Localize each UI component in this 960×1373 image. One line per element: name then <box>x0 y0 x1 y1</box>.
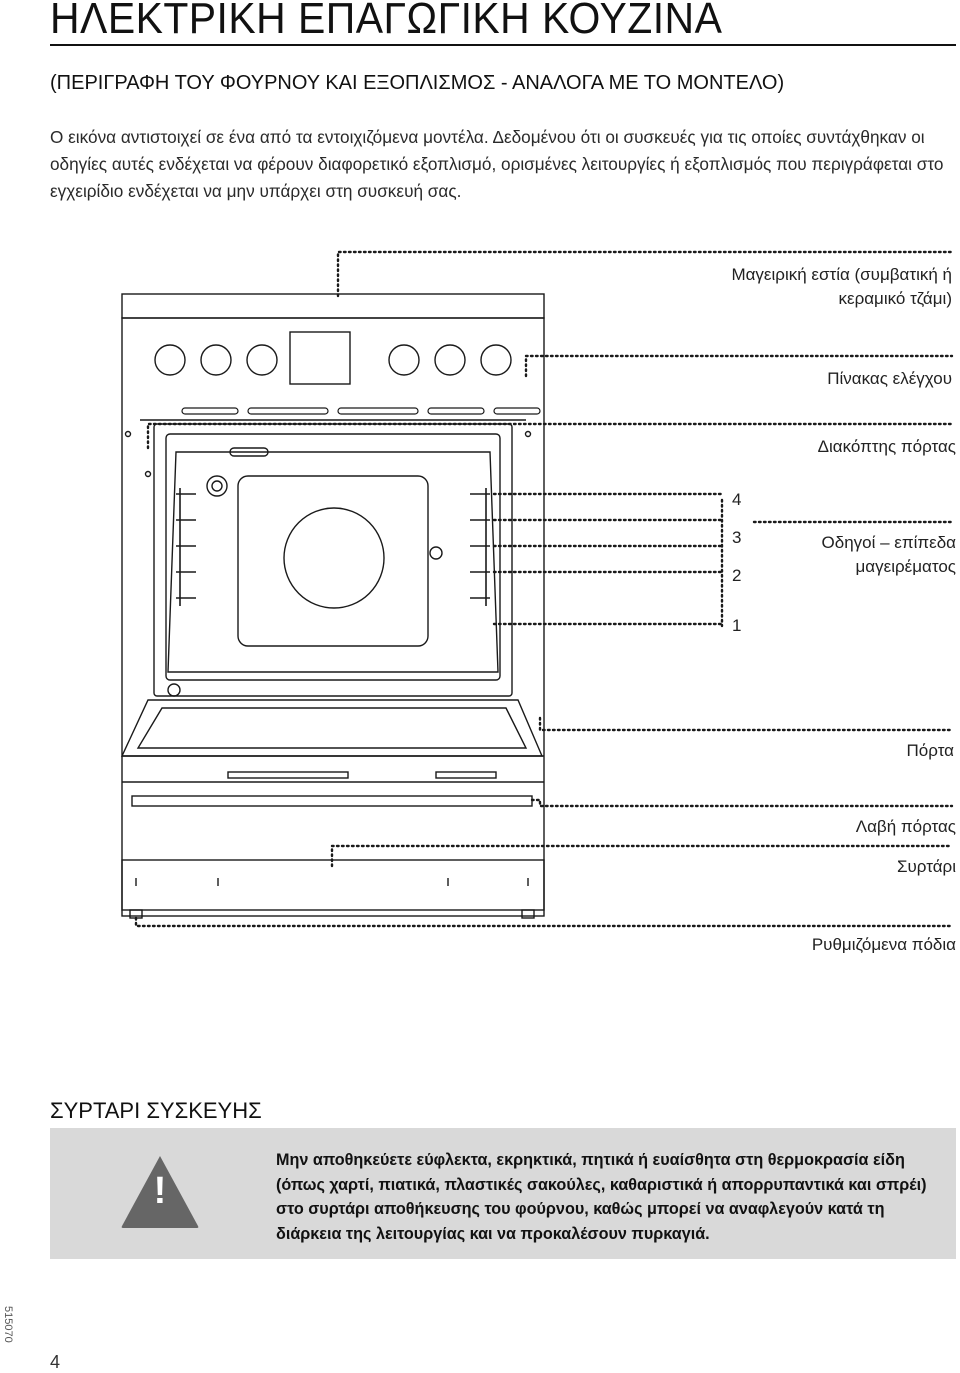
storage-drawer <box>121 859 545 911</box>
page-number: 4 <box>50 1352 61 1372</box>
knob-3 <box>246 344 278 376</box>
rack-guides-right <box>470 488 490 606</box>
oven-cavity <box>153 423 513 697</box>
label-door-switch: Διακόπτης πόρτας <box>817 437 956 456</box>
label-guides-line2: μαγειρέματος <box>855 557 956 576</box>
rack-guides-left <box>176 488 196 606</box>
warning-triangle-icon <box>121 1156 199 1228</box>
oven-back-panel <box>237 475 429 647</box>
warning-exclamation: ! <box>153 1170 167 1212</box>
knob-1 <box>154 344 186 376</box>
leader-door <box>538 716 954 732</box>
label-feet: Ρυθμιζόμενα πόδια <box>811 935 956 954</box>
leader-handle <box>530 798 954 808</box>
foot-right <box>521 909 535 919</box>
control-display <box>289 331 351 385</box>
leader-control-panel <box>524 354 954 378</box>
leader-door-switch <box>146 422 954 450</box>
title-rule <box>50 44 956 46</box>
knob-6 <box>480 344 512 376</box>
level-2: 2 <box>732 566 742 585</box>
leader-feet <box>134 916 954 928</box>
label-control-panel: Πίνακας ελέγχου <box>827 369 952 388</box>
leader-hob <box>336 250 954 298</box>
door-handle <box>131 795 533 807</box>
level-3: 3 <box>732 528 742 547</box>
label-hob-line2: κεραμικό τζάμι) <box>838 289 952 308</box>
warning-box <box>50 1128 956 1259</box>
knob-4 <box>388 344 420 376</box>
label-guides-line1: Οδηγοί – επίπεδα <box>821 533 956 552</box>
fan-cover <box>283 507 385 609</box>
level-4: 4 <box>732 490 742 509</box>
drawer-section-title: ΣΥΡΤΑΡΙ ΣΥΣΚΕΥΗΣ <box>50 1098 262 1123</box>
knob-5 <box>434 344 466 376</box>
section-subtitle: (ΠΕΡΙΓΡΑΦΗ ΤΟΥ ΦΟΥΡΝΟΥ ΚΑΙ ΕΞΟΠΛΙΣΜΟΣ - … <box>50 72 785 94</box>
warning-text: Μην αποθηκεύετε εύφλεκτα, εκρηκτικά, πητ… <box>276 1151 927 1243</box>
page-title: ΗΛΕΚΤΡΙΚΗ ΕΠΑΓΩΓΙΚΗ ΚΟΥΖΙΝΑ <box>50 0 723 43</box>
label-drawer: Συρτάρι <box>897 857 956 876</box>
vent-slots <box>181 407 541 415</box>
cooker-top <box>121 293 545 319</box>
label-door: Πόρτα <box>906 741 954 760</box>
oven-lamp <box>206 475 228 497</box>
document-code: 515070 <box>2 1306 14 1343</box>
intro-paragraph: Ο εικόνα αντιστοιχεί σε ένα από τα εντοι… <box>50 127 944 201</box>
knob-2 <box>200 344 232 376</box>
leader-drawer <box>330 844 954 868</box>
level-1: 1 <box>732 616 742 635</box>
cooker-body <box>121 317 545 917</box>
label-hob-line1: Μαγειρική εστία (συμβατική ή <box>731 265 952 284</box>
label-door-handle: Λαβή πόρτας <box>855 817 956 836</box>
